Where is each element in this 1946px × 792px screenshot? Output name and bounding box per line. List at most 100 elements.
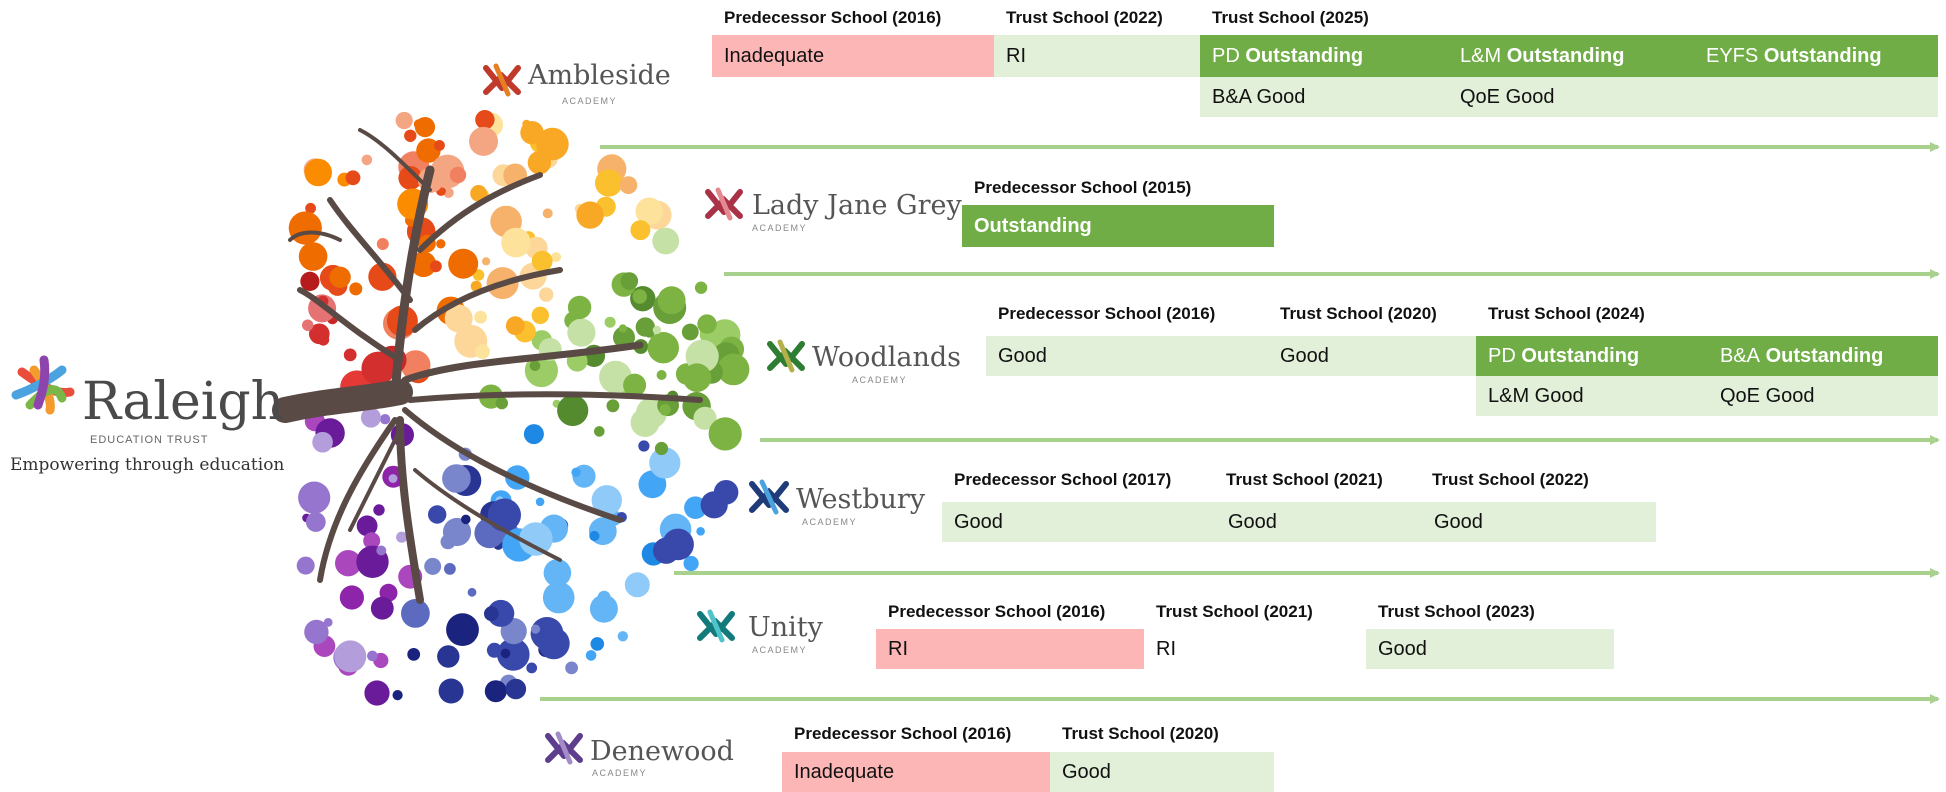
outstanding-item: PD Outstanding bbox=[1212, 35, 1363, 77]
rating-cell-good: Good bbox=[1366, 629, 1614, 669]
canopy-dot bbox=[305, 202, 316, 214]
denewood-logo-icon bbox=[545, 731, 583, 765]
area-rating: Outstanding bbox=[1245, 44, 1364, 67]
header-label: Trust School (2020) bbox=[1280, 304, 1437, 323]
header-label: Predecessor School (2017) bbox=[954, 470, 1172, 489]
canopy-dot bbox=[482, 257, 491, 266]
canopy-dot bbox=[470, 185, 487, 202]
brand-name: Raleigh bbox=[82, 372, 285, 432]
canopy-dot bbox=[624, 572, 650, 598]
canopy-dot bbox=[700, 491, 728, 519]
canopy-dot bbox=[529, 360, 541, 372]
academy-label: ACADEMY bbox=[802, 517, 858, 527]
canopy-dot bbox=[475, 344, 490, 359]
rating-cell-inadequate: Inadequate bbox=[712, 35, 994, 77]
canopy-dot bbox=[606, 399, 620, 413]
westbury-logo-icon bbox=[749, 479, 789, 515]
canopy-dot bbox=[539, 287, 554, 302]
canopy-dot bbox=[591, 485, 622, 516]
canopy-dot bbox=[657, 286, 686, 315]
canopy-dot bbox=[531, 250, 553, 272]
canopy-dot bbox=[632, 289, 647, 304]
canopy-dot bbox=[522, 119, 531, 129]
area-rating: Outstanding bbox=[1521, 344, 1640, 367]
canopy-dot bbox=[401, 599, 430, 628]
canopy-dot bbox=[442, 517, 472, 547]
canopy-dot bbox=[469, 126, 498, 156]
canopy-dot bbox=[449, 166, 467, 184]
rating-cell-good: Good bbox=[942, 502, 1216, 542]
canopy-dot bbox=[683, 555, 699, 572]
outstanding-row: PD Outstanding L&M Outstanding EYFS Outs… bbox=[1200, 35, 1938, 77]
header-label: Predecessor School (2016) bbox=[724, 8, 942, 27]
school-name-denewood: Denewood bbox=[590, 736, 734, 767]
header-label: Trust School (2025) bbox=[1212, 8, 1369, 27]
header-label: Trust School (2024) bbox=[1488, 304, 1645, 323]
good-item: L&M Good bbox=[1488, 384, 1584, 407]
header-label: Trust School (2022) bbox=[1006, 8, 1163, 27]
outstanding-item: EYFS Outstanding bbox=[1706, 35, 1882, 77]
school-name-lady-jane-grey: Lady Jane Grey bbox=[752, 190, 962, 221]
canopy-dot bbox=[576, 201, 604, 229]
canopy-dot bbox=[594, 426, 605, 437]
canopy-dot bbox=[501, 227, 531, 258]
academy-label: ACADEMY bbox=[562, 96, 618, 106]
canopy-dot bbox=[329, 266, 351, 288]
canopy-dot bbox=[620, 272, 639, 290]
canopy-dot bbox=[436, 239, 446, 249]
rating-cell-good: Good bbox=[986, 336, 1268, 376]
area-prefix: PD bbox=[1212, 44, 1240, 67]
canopy-dot bbox=[696, 527, 705, 536]
canopy-dot bbox=[638, 440, 650, 452]
canopy-dot bbox=[647, 332, 679, 364]
canopy-dot bbox=[589, 594, 618, 623]
canopy-dot bbox=[543, 559, 572, 587]
canopy-dot bbox=[708, 417, 742, 451]
canopy-dot bbox=[296, 556, 315, 575]
canopy-dot bbox=[693, 406, 717, 430]
canopy-dot bbox=[298, 242, 328, 271]
canopy-dot bbox=[395, 111, 413, 130]
canopy-dot bbox=[367, 650, 378, 662]
canopy-dot bbox=[404, 129, 417, 142]
area-prefix: PD bbox=[1488, 344, 1516, 367]
canopy-dot bbox=[530, 624, 541, 634]
canopy-dot bbox=[444, 563, 456, 575]
canopy-dot bbox=[407, 648, 421, 661]
canopy-dot bbox=[437, 645, 460, 668]
header-label: Trust School (2022) bbox=[1432, 470, 1589, 489]
school-name-westbury: Westbury bbox=[796, 484, 926, 515]
canopy-dot bbox=[461, 514, 471, 525]
canopy-dot bbox=[334, 640, 367, 673]
canopy-dot bbox=[298, 481, 331, 514]
canopy-dot bbox=[551, 252, 562, 263]
good-item: B&A Good bbox=[1212, 85, 1306, 108]
canopy-dot bbox=[361, 351, 396, 386]
canopy-dot bbox=[312, 431, 333, 453]
canopy-dot bbox=[475, 110, 495, 130]
brand-tagline: Empowering through education bbox=[10, 455, 285, 475]
canopy-dot bbox=[681, 323, 699, 341]
academy-label: ACADEMY bbox=[592, 768, 648, 778]
canopy-dot bbox=[653, 537, 680, 564]
school-name-woodlands: Woodlands bbox=[812, 342, 961, 373]
canopy-dot bbox=[388, 474, 398, 483]
canopy-dot bbox=[630, 408, 660, 437]
canopy-dot bbox=[635, 317, 655, 337]
canopy-dot bbox=[370, 596, 394, 620]
rating-cell-ri: RI bbox=[876, 629, 1144, 669]
academy-label: ACADEMY bbox=[852, 375, 908, 385]
rating-cell-good: Good bbox=[1216, 502, 1422, 542]
good-item: QoE Good bbox=[1460, 85, 1555, 108]
canopy-dot bbox=[565, 661, 578, 675]
canopy-dot bbox=[613, 326, 635, 349]
tree-branches bbox=[272, 128, 703, 604]
canopy-dot bbox=[623, 373, 647, 397]
canopy-dot bbox=[364, 680, 390, 706]
canopy-dot bbox=[339, 585, 364, 610]
rating-cell-ri: RI bbox=[1156, 637, 1176, 660]
canopy-dot bbox=[694, 281, 708, 294]
canopy-dot bbox=[413, 119, 424, 130]
canopy-dot bbox=[343, 348, 357, 362]
